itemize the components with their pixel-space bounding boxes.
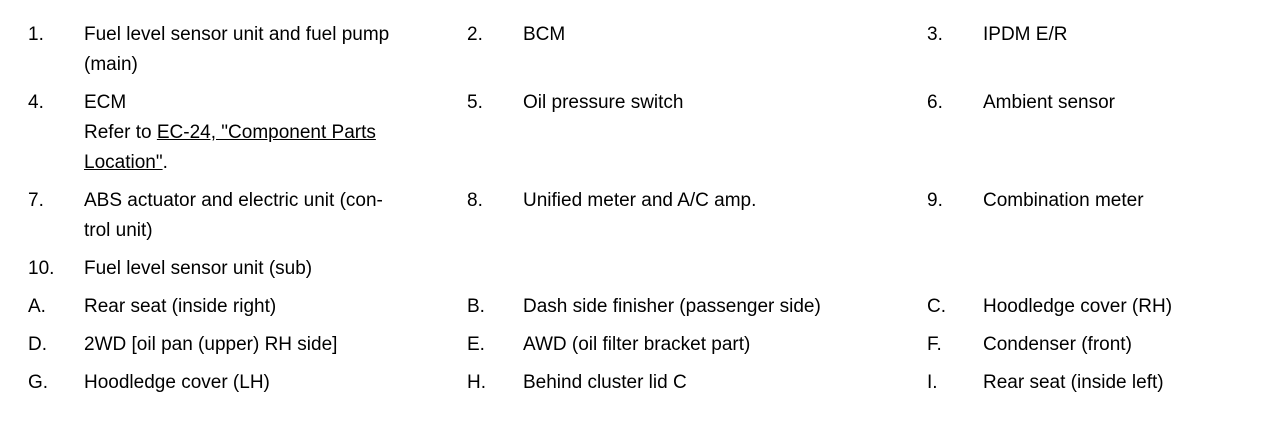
legend-item-8: 8. Unified meter and A/C amp. bbox=[467, 186, 927, 216]
item-text: Behind cluster lid C bbox=[523, 372, 687, 393]
legend-item-E: E. AWD (oil filter bracket part) bbox=[467, 330, 927, 360]
item-number: 10. bbox=[28, 258, 55, 279]
legend-item-7: 7. ABS actuator and electric unit (con- … bbox=[28, 186, 467, 246]
legend-item-3: 3. IPDM E/R bbox=[927, 20, 1254, 50]
ec-24-component-parts-location-link[interactable]: EC-24, "Component Parts Location" bbox=[84, 122, 376, 173]
item-text: BCM bbox=[523, 24, 566, 45]
item-number: 7. bbox=[28, 190, 44, 211]
legend-row-7: G. Hoodledge cover (LH) H. Behind cluste… bbox=[28, 368, 1254, 398]
item-text: Fuel level sensor unit and fuel pump (ma… bbox=[84, 24, 390, 75]
item-text: Hoodledge cover (LH) bbox=[84, 372, 270, 393]
legend-row-3: 7. ABS actuator and electric unit (con- … bbox=[28, 186, 1254, 246]
component-location-legend: 1. Fuel level sensor unit and fuel pump … bbox=[28, 20, 1254, 398]
item-number: 3. bbox=[927, 24, 943, 45]
item-number: I. bbox=[927, 372, 938, 393]
item-text: ECM Refer to EC-24, "Component Parts Loc… bbox=[84, 88, 467, 178]
legend-item-10: 10. Fuel level sensor unit (sub) bbox=[28, 254, 467, 284]
item-number: 1. bbox=[28, 24, 44, 45]
item-number: 2. bbox=[467, 24, 483, 45]
legend-item-1: 1. Fuel level sensor unit and fuel pump … bbox=[28, 20, 467, 80]
legend-item-5: 5. Oil pressure switch bbox=[467, 88, 927, 118]
legend-item-F: F. Condenser (front) bbox=[927, 330, 1254, 360]
item-text: Fuel level sensor unit (sub) bbox=[84, 258, 313, 279]
item-text: 2WD [oil pan (upper) RH side] bbox=[84, 334, 338, 355]
item-number: D. bbox=[28, 334, 47, 355]
item-number: 5. bbox=[467, 92, 483, 113]
item-number: C. bbox=[927, 296, 946, 317]
legend-item-4: 4. ECM Refer to EC-24, "Component Parts … bbox=[28, 88, 467, 178]
legend-item-G: G. Hoodledge cover (LH) bbox=[28, 368, 467, 398]
item-text: ABS actuator and electric unit (con- tro… bbox=[84, 190, 383, 241]
legend-row-5: A. Rear seat (inside right) B. Dash side… bbox=[28, 292, 1254, 322]
item-text-before-link: ECM Refer to bbox=[84, 92, 152, 143]
item-text: AWD (oil filter bracket part) bbox=[523, 334, 751, 355]
legend-row-1: 1. Fuel level sensor unit and fuel pump … bbox=[28, 20, 1254, 80]
item-number: 6. bbox=[927, 92, 943, 113]
legend-item-A: A. Rear seat (inside right) bbox=[28, 292, 467, 322]
item-text: Unified meter and A/C amp. bbox=[523, 190, 757, 211]
item-number: F. bbox=[927, 334, 942, 355]
item-text: Oil pressure switch bbox=[523, 92, 684, 113]
legend-item-C: C. Hoodledge cover (RH) bbox=[927, 292, 1254, 322]
item-text: Rear seat (inside right) bbox=[84, 296, 277, 317]
item-text: Condenser (front) bbox=[983, 334, 1132, 355]
item-number: B. bbox=[467, 296, 485, 317]
item-text: Combination meter bbox=[983, 190, 1144, 211]
legend-item-H: H. Behind cluster lid C bbox=[467, 368, 927, 398]
legend-item-I: I. Rear seat (inside left) bbox=[927, 368, 1254, 398]
item-number: 4. bbox=[28, 92, 44, 113]
legend-item-B: B. Dash side finisher (passenger side) bbox=[467, 292, 927, 322]
legend-item-2: 2. BCM bbox=[467, 20, 927, 50]
item-number: H. bbox=[467, 372, 486, 393]
legend-row-6: D. 2WD [oil pan (upper) RH side] E. AWD … bbox=[28, 330, 1254, 360]
legend-row-4: 10. Fuel level sensor unit (sub) bbox=[28, 254, 1254, 284]
legend-row-2: 4. ECM Refer to EC-24, "Component Parts … bbox=[28, 88, 1254, 178]
item-text: Ambient sensor bbox=[983, 92, 1116, 113]
item-text: IPDM E/R bbox=[983, 24, 1068, 45]
item-text: Dash side finisher (passenger side) bbox=[523, 296, 821, 317]
legend-item-D: D. 2WD [oil pan (upper) RH side] bbox=[28, 330, 467, 360]
item-text: Rear seat (inside left) bbox=[983, 372, 1164, 393]
item-text: Hoodledge cover (RH) bbox=[983, 296, 1173, 317]
item-number: 8. bbox=[467, 190, 483, 211]
item-number: 9. bbox=[927, 190, 943, 211]
legend-item-6: 6. Ambient sensor bbox=[927, 88, 1254, 118]
item-number: G. bbox=[28, 372, 49, 393]
item-number: A. bbox=[28, 296, 46, 317]
item-text-after-link: . bbox=[162, 152, 168, 173]
legend-item-9: 9. Combination meter bbox=[927, 186, 1254, 216]
item-number: E. bbox=[467, 334, 485, 355]
